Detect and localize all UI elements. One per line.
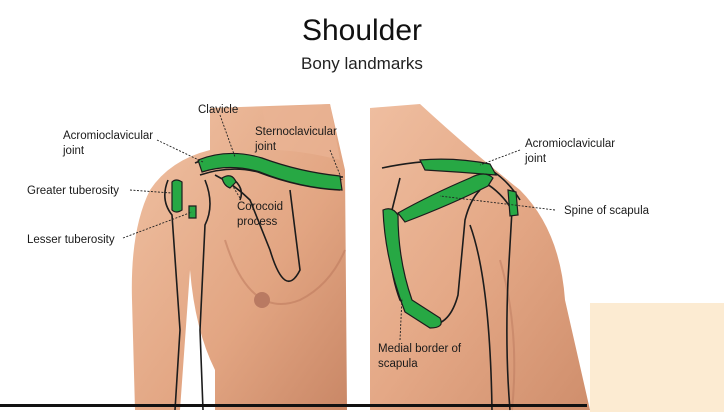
label-lesser-tuberosity: Lesser tuberosity <box>27 233 115 248</box>
corner-block <box>590 303 724 412</box>
greater-tuberosity-highlight <box>172 180 182 212</box>
acromion-tip-highlight <box>508 190 518 216</box>
label-greater-tuberosity: Greater tuberosity <box>27 184 119 199</box>
label-acromioclavicular-joint-front: Acromioclavicular joint <box>63 129 153 159</box>
label-coracoid-process: Corocoid process <box>237 200 283 230</box>
label-spine-of-scapula: Spine of scapula <box>564 204 649 219</box>
label-acromioclavicular-joint-back: Acromioclavicular joint <box>525 137 615 167</box>
label-clavicle: Clavicle <box>198 103 238 118</box>
lesser-tuberosity-highlight <box>189 206 196 218</box>
bottom-rule <box>0 404 587 407</box>
nipple <box>254 292 270 308</box>
label-sternoclavicular-joint: Sternoclavicular joint <box>255 125 337 155</box>
label-medial-border-of-scapula: Medial border of scapula <box>378 342 461 372</box>
